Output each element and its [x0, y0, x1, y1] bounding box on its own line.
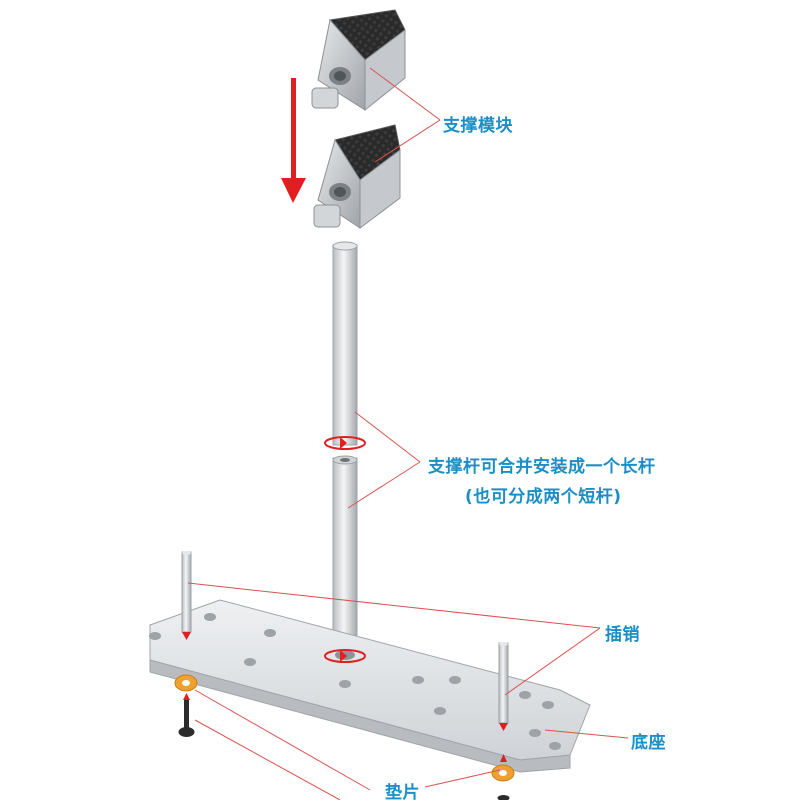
screw-left [178, 693, 195, 737]
base-plate [149, 599, 591, 773]
rotation-arrow-joint [324, 436, 366, 450]
washer-left [174, 674, 198, 692]
pin-left [181, 551, 192, 640]
rotation-arrow-base [324, 649, 366, 663]
washer-right [491, 754, 515, 782]
label-base: 底座 [631, 733, 666, 753]
pin-right [498, 642, 509, 731]
callout-lines [187, 67, 629, 800]
label-support-module: 支撑模块 [443, 116, 513, 136]
support-module-top [311, 9, 406, 112]
support-module-bottom [313, 124, 401, 229]
label-pin: 插销 [605, 625, 640, 645]
downward-arrow [281, 78, 306, 203]
screw-right [497, 795, 510, 800]
lower-rod [332, 455, 358, 659]
upper-rod [332, 241, 358, 446]
label-support-rod-note: (也可分成两个短杆) [465, 487, 622, 507]
label-washer: 垫片 [385, 783, 420, 803]
label-support-rod: 支撑杆可合并安装成一个长杆 [428, 457, 656, 477]
